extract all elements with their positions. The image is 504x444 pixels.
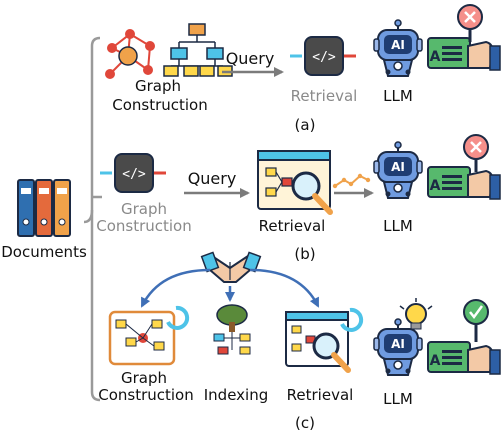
- svg-text:A: A: [430, 353, 441, 369]
- graph-label-b: Graph: [121, 200, 167, 218]
- svg-text:AI: AI: [391, 337, 405, 351]
- caption-b: (b): [294, 245, 315, 263]
- robot-icon-c: AI: [373, 318, 423, 376]
- lightbulb-icon: [399, 298, 433, 330]
- answer-doc-icon-b: A: [427, 166, 501, 200]
- graph-construction-box: [108, 310, 176, 366]
- reject-badge-icon-b: [463, 134, 489, 172]
- code-box-icon-b: [114, 153, 154, 193]
- arrow-to-graph: [140, 268, 211, 308]
- llm-label-a: LLM: [383, 87, 413, 105]
- caption-a: (a): [295, 116, 316, 134]
- trend-line-icon: [332, 173, 371, 189]
- svg-text:AI: AI: [391, 38, 405, 52]
- construction-label-b: Construction: [96, 217, 192, 235]
- caption-c: (c): [295, 414, 315, 432]
- svg-text:A: A: [430, 178, 441, 194]
- graph-network-icon: [105, 29, 155, 79]
- code-box-icon: [304, 36, 344, 76]
- retrieval-label-a: Retrieval: [291, 87, 358, 105]
- refresh-icon-retrieval: [340, 307, 364, 332]
- llm-label-b: LLM: [383, 217, 413, 235]
- answer-doc-icon-c: A: [427, 341, 501, 375]
- retrieval-label-b: Retrieval: [259, 217, 326, 235]
- bracket-lines: [83, 36, 102, 402]
- construction-label-a: Construction: [112, 96, 208, 114]
- robot-icon-b: AI: [373, 141, 423, 199]
- construction-label-c: Construction: [98, 386, 194, 404]
- refresh-icon-graph: [166, 305, 190, 330]
- llm-label-c: LLM: [383, 390, 413, 408]
- query-label-b: Query: [188, 169, 237, 188]
- arrow-to-retrieval: [249, 268, 320, 308]
- robot-icon-a: AI: [373, 19, 423, 77]
- retrieval-label-c: Retrieval: [287, 386, 354, 404]
- handshake-icon: [200, 251, 262, 283]
- svg-text:AI: AI: [391, 160, 405, 174]
- folders-icon: [17, 179, 71, 237]
- magnifier-icon-b: [291, 171, 333, 215]
- graph-label-a: Graph: [135, 77, 181, 95]
- svg-text:A: A: [430, 49, 441, 65]
- indexing-label: Indexing: [204, 386, 269, 404]
- query-label-a: Query: [226, 49, 275, 68]
- magnifier-icon-c: [312, 332, 351, 373]
- accept-badge-icon: [463, 299, 489, 342]
- reject-badge-icon-a: [457, 4, 483, 42]
- answer-doc-icon-a: A: [427, 37, 501, 71]
- tree-icon: [213, 304, 251, 355]
- graph-label-c: Graph: [121, 369, 167, 387]
- documents-label: Documents: [1, 243, 87, 261]
- tree-hierarchy-icon: [163, 23, 233, 77]
